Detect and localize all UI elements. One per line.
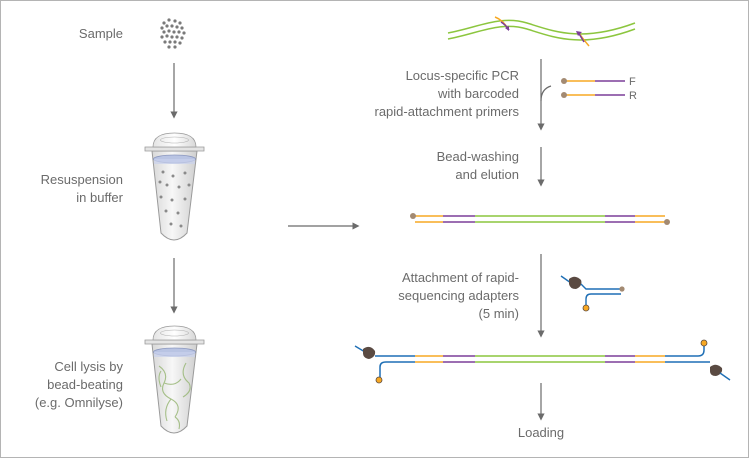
label-washing-line-1: Bead-washing xyxy=(436,149,519,164)
barcoded-amplicon xyxy=(410,213,670,225)
label-resuspension-line-1: Resuspension xyxy=(40,172,123,187)
primer-forward-label: F xyxy=(629,76,636,88)
label-sample: Sample xyxy=(21,25,123,43)
label-bead-washing: Bead-washing and elution xyxy=(361,148,519,184)
label-lysis-line-1: Cell lysis by xyxy=(54,359,123,374)
genomic-dna-template xyxy=(447,19,636,41)
label-resuspension: Resuspension in buffer xyxy=(11,171,123,207)
label-loading: Loading xyxy=(501,424,581,442)
arrow-primers-merge xyxy=(540,85,552,102)
sample-cells-icon xyxy=(160,18,186,49)
label-sample-text: Sample xyxy=(78,26,123,41)
label-attachment: Attachment of rapid- sequencing adapters… xyxy=(361,269,519,323)
rapid-sequencing-adapter xyxy=(560,275,625,312)
label-cell-lysis: Cell lysis by bead-beating (e.g. Omnilys… xyxy=(11,358,123,412)
primer-reverse-label: R xyxy=(629,90,637,102)
sequencing-library-molecule xyxy=(354,339,731,384)
tube-lysis-icon xyxy=(144,325,205,434)
label-pcr-line-3: rapid-attachment primers xyxy=(374,104,520,119)
primer-forward xyxy=(561,78,625,84)
forward-primer-annealing xyxy=(494,16,510,31)
label-lysis-line-2: bead-beating xyxy=(47,377,123,392)
label-attachment-line-2: sequencing adapters xyxy=(398,288,519,303)
label-pcr-line-2: with barcoded xyxy=(438,86,519,101)
primer-reverse xyxy=(561,92,625,98)
reverse-primer-annealing xyxy=(576,31,590,47)
label-pcr-line-1: Locus-specific PCR xyxy=(405,68,519,83)
label-loading-text: Loading xyxy=(517,425,565,440)
label-lysis-line-3: (e.g. Omnilyse) xyxy=(34,395,123,410)
label-washing-line-2: and elution xyxy=(455,167,519,182)
label-resuspension-line-2: in buffer xyxy=(76,190,123,205)
label-attachment-line-3: (5 min) xyxy=(478,306,519,321)
label-attachment-line-1: Attachment of rapid- xyxy=(401,270,519,285)
label-pcr: Locus-specific PCR with barcoded rapid-a… xyxy=(331,67,520,121)
tube-resuspension-icon xyxy=(144,132,205,241)
